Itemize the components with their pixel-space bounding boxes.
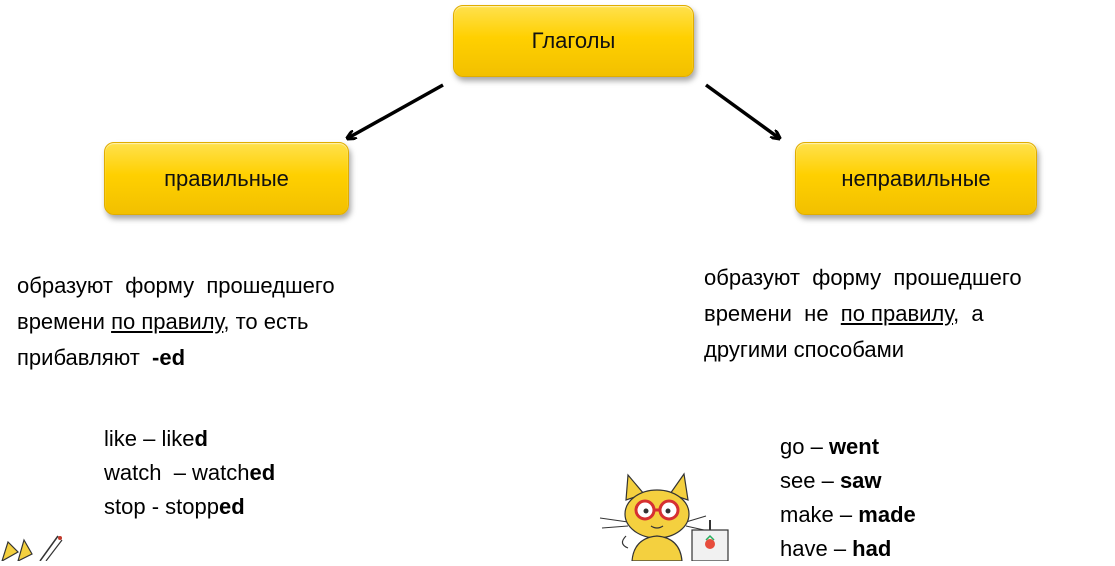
arrow-to-irregular [704, 83, 779, 138]
example-ending: d [194, 426, 208, 451]
regular-example: stop - stopped [104, 490, 275, 524]
arrow-to-regular [348, 83, 444, 138]
irregular-example: make – made [780, 498, 916, 532]
example-base: go – [780, 434, 829, 459]
example-base: see – [780, 468, 840, 493]
irregular-examples: go – went see – saw make – made have – h… [780, 430, 916, 566]
example-base: watch – watch [104, 460, 250, 485]
example-base: have – [780, 536, 853, 561]
regular-desc-line3: прибавляют -ed [17, 340, 417, 376]
example-base: stop - stopp [104, 494, 219, 519]
irregular-example: have – had [780, 532, 916, 566]
example-base: make – [780, 502, 859, 527]
example-past: made [858, 502, 916, 527]
regular-example: like – liked [104, 422, 275, 456]
example-ending: ed [218, 494, 245, 519]
irregular-label: неправильные [841, 165, 991, 191]
example-ending: ed [249, 460, 276, 485]
regular-examples: like – liked watch – watched stop - stop… [104, 422, 275, 524]
regular-desc-line2-post: , то есть [223, 309, 309, 334]
regular-desc-line2: времени по правилу, то есть [17, 304, 417, 340]
irregular-example: go – went [780, 430, 916, 464]
example-base: like – like [104, 426, 195, 451]
irregular-description: образуют форму прошедшего времени не по … [704, 260, 1104, 368]
regular-desc-line2-pre: времени [17, 309, 112, 334]
regular-node: правильные [104, 142, 349, 215]
irregular-desc-line2-pre: времени не [704, 301, 841, 326]
cat-cartoon-icon [1, 535, 63, 561]
example-past: went [828, 434, 880, 459]
root-label: Глаголы [531, 28, 616, 53]
example-past: saw [839, 468, 882, 493]
regular-description: образуют форму прошедшего времени по пра… [17, 268, 417, 376]
regular-rule-underline: по правилу [111, 309, 224, 334]
root-node: Глаголы [453, 5, 694, 77]
regular-desc-line1: образуют форму прошедшего [17, 273, 335, 298]
example-past: had [852, 536, 892, 561]
regular-example: watch – watched [104, 456, 275, 490]
irregular-desc-line1: образуют форму прошедшего [704, 265, 1022, 290]
cat-with-sign-icon [599, 472, 729, 561]
regular-desc-line3-pre: прибавляют [17, 345, 153, 370]
irregular-node: неправильные [795, 142, 1037, 215]
irregular-desc-line3: другими способами [704, 337, 905, 362]
irregular-example: see – saw [780, 464, 916, 498]
regular-label: правильные [164, 165, 289, 191]
irregular-desc-line2-post: , а [953, 301, 984, 326]
irregular-desc-line2: времени не по правилу, а [704, 296, 1104, 332]
irregular-rule-underline: по правилу [840, 301, 954, 326]
ed-suffix: -ed [152, 345, 186, 370]
